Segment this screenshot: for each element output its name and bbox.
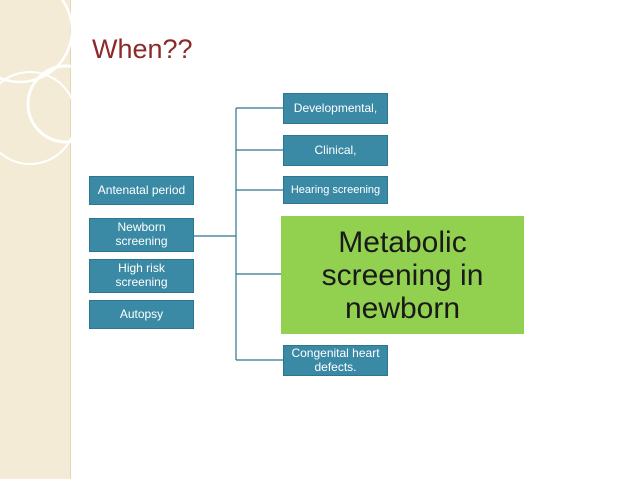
decorative-circles (0, 0, 71, 165)
autopsy-box: Autopsy (89, 300, 194, 329)
hearing-screening-box: Hearing screening (283, 176, 388, 204)
hearing-screening-label: Hearing screening (290, 183, 381, 196)
newborn-screening-box: Newborn screening (89, 218, 194, 252)
high-risk-screening-box: High risk screening (89, 259, 194, 293)
high-risk-screening-label: High risk screening (115, 261, 168, 289)
developmental-label: Developmental, (293, 100, 378, 115)
metabolic-screening-box: Metabolic screening in newborn (281, 216, 524, 334)
clinical-label: Clinical, (314, 142, 357, 157)
congenital-heart-defects-label: Congenital heart defects. (291, 345, 380, 374)
autopsy-label: Autopsy (119, 306, 164, 321)
developmental-box: Developmental, (283, 93, 388, 124)
newborn-screening-label: Newborn screening (115, 220, 168, 248)
slide-title: When?? (92, 34, 193, 64)
clinical-box: Clinical, (283, 135, 388, 166)
metabolic-screening-label: Metabolic screening in newborn (321, 225, 484, 325)
antenatal-period-box: Antenatal period (89, 176, 194, 205)
antenatal-period-label: Antenatal period (97, 182, 186, 197)
decorative-side-strip (0, 0, 71, 479)
congenital-heart-defects-box: Congenital heart defects. (283, 345, 388, 376)
